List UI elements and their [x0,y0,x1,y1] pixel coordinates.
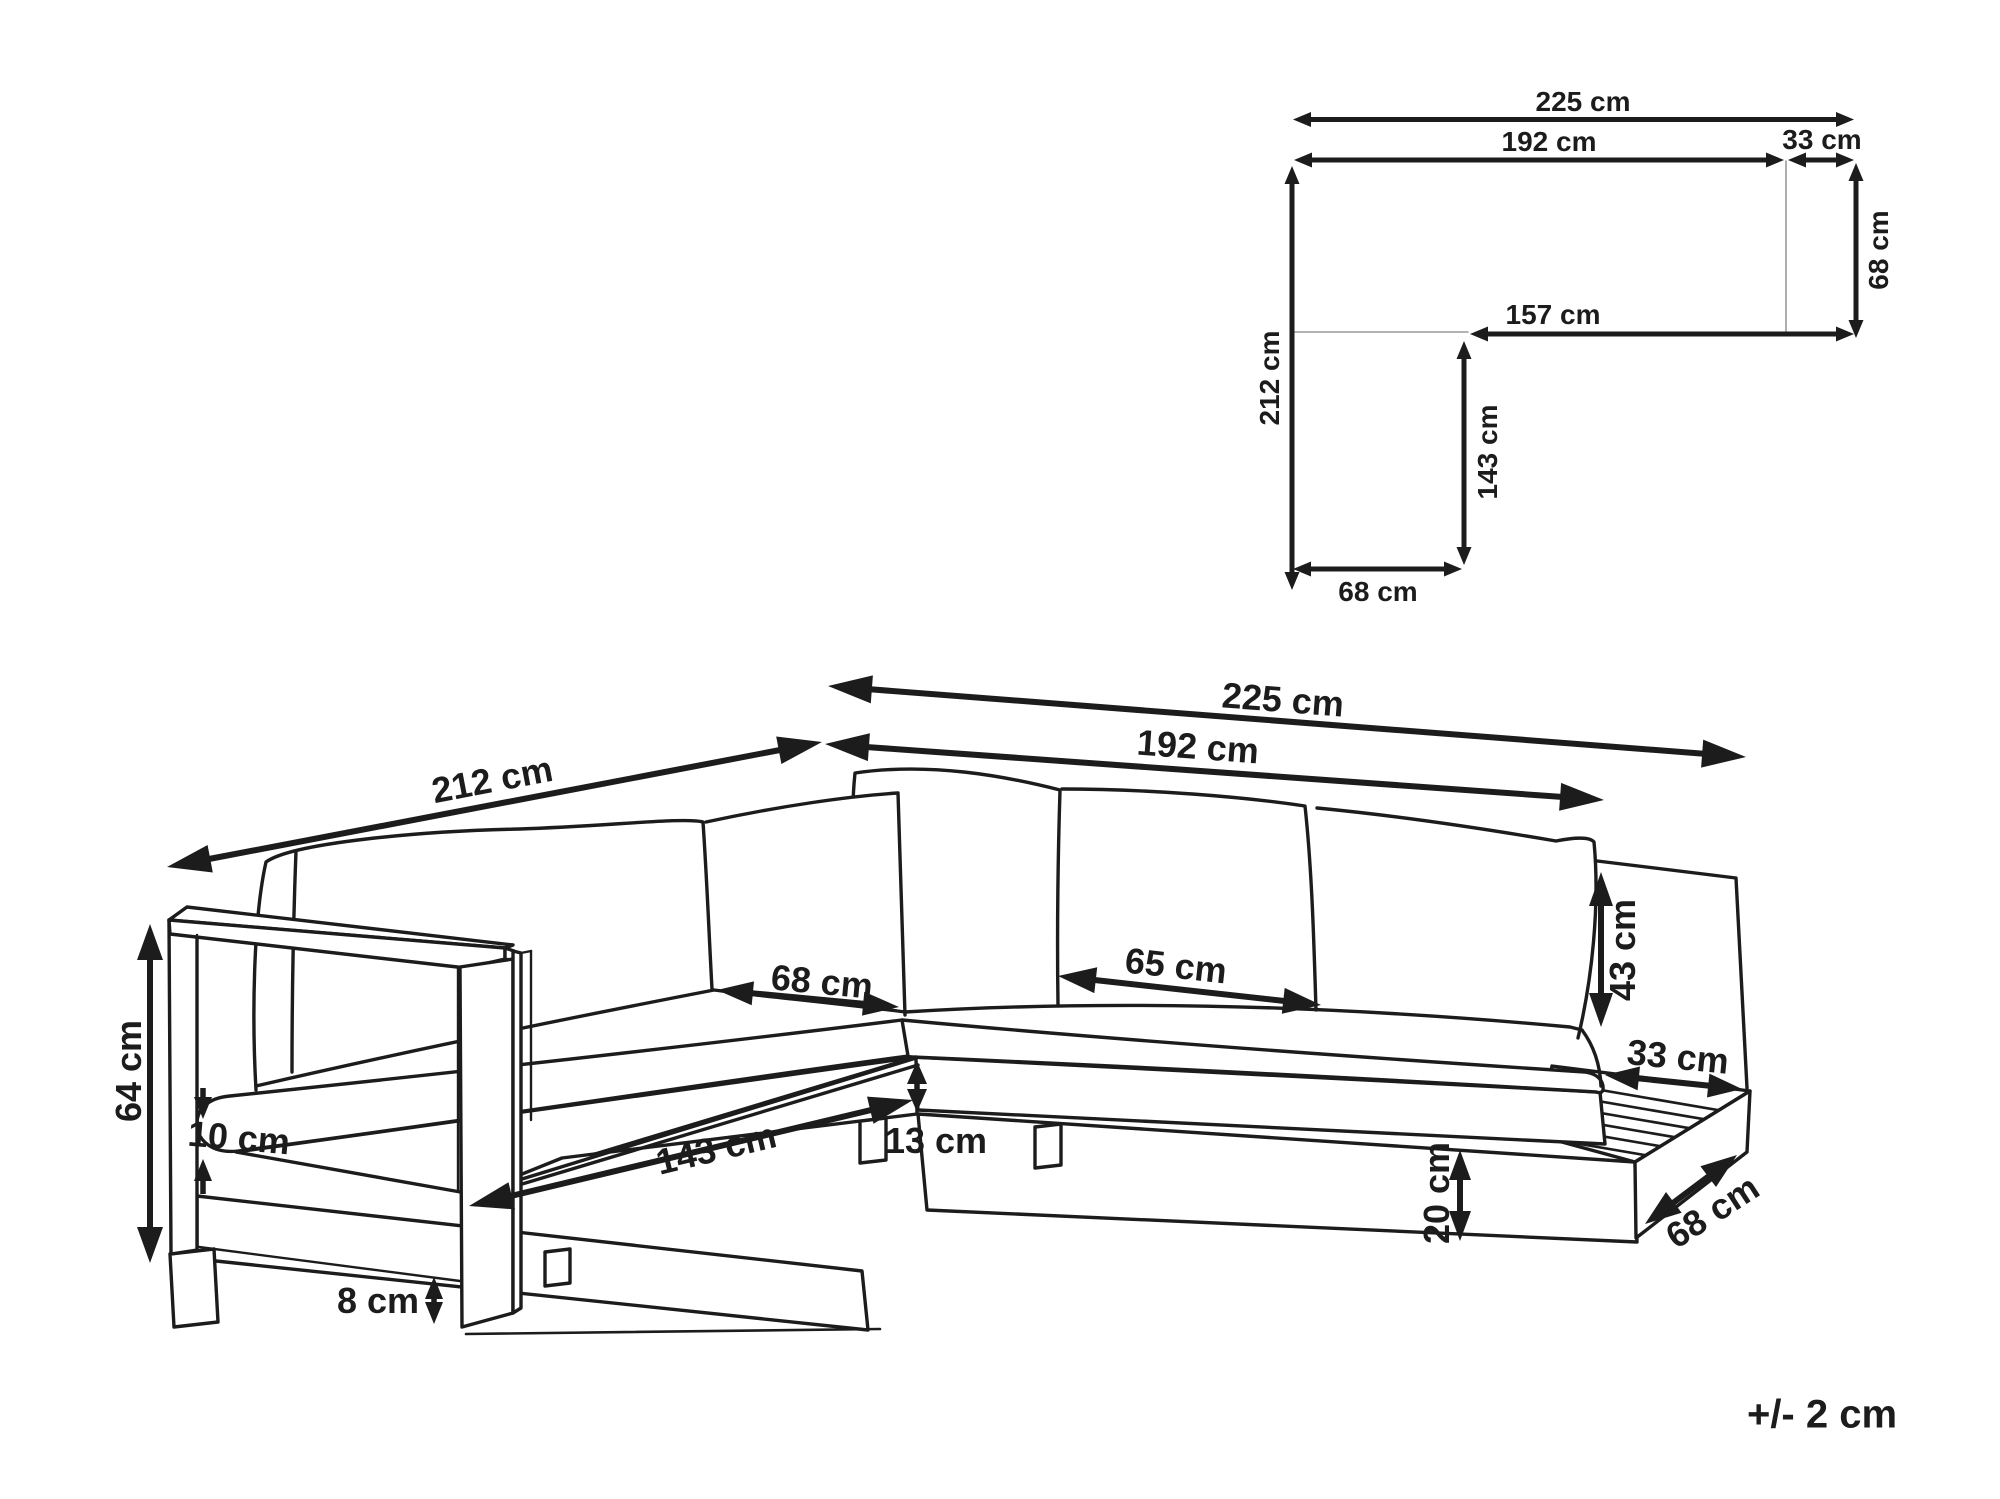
svg-text:192 cm: 192 cm [1136,722,1261,772]
svg-text:20 cm: 20 cm [1416,1142,1457,1244]
svg-text:68 cm: 68 cm [1338,576,1417,607]
svg-text:225 cm: 225 cm [1221,674,1346,724]
svg-text:212 cm: 212 cm [1254,331,1285,426]
svg-text:13 cm: 13 cm [885,1120,987,1161]
svg-text:8 cm: 8 cm [337,1280,419,1321]
svg-text:+/- 2 cm: +/- 2 cm [1747,1392,1897,1436]
svg-text:43 cm: 43 cm [1602,899,1643,1001]
svg-text:143 cm: 143 cm [1472,405,1503,500]
svg-text:33 cm: 33 cm [1782,124,1861,155]
svg-text:157 cm: 157 cm [1506,299,1601,330]
svg-text:192 cm: 192 cm [1502,126,1597,157]
svg-text:68 cm: 68 cm [1863,210,1894,289]
svg-text:68 cm: 68 cm [769,956,874,1006]
svg-text:10 cm: 10 cm [186,1113,291,1163]
svg-text:225 cm: 225 cm [1536,86,1631,117]
svg-text:33 cm: 33 cm [1625,1031,1731,1082]
svg-text:64 cm: 64 cm [108,1020,149,1122]
